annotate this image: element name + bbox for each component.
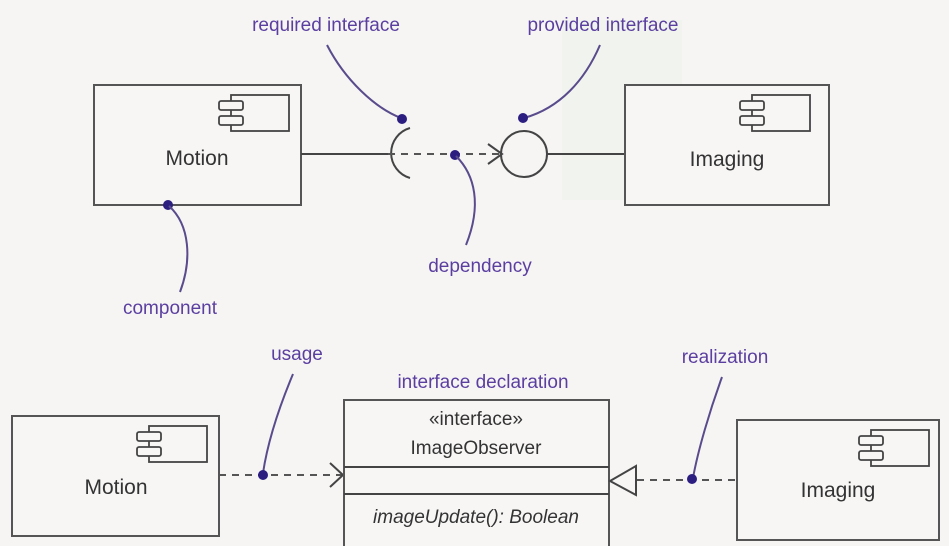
annotation-usage: usage	[271, 344, 323, 365]
top-imaging-component[interactable]: Imaging	[624, 84, 830, 206]
component-name: Imaging	[801, 479, 876, 502]
leader-line	[692, 376, 723, 479]
annotation-dot	[397, 114, 407, 124]
bottom-motion-component[interactable]: Motion	[11, 415, 220, 537]
annotation-required-interface: required interface	[252, 15, 400, 36]
annotation-dot	[258, 470, 268, 480]
component-icon	[218, 94, 290, 132]
component-name: Motion	[84, 476, 147, 499]
component-name: Imaging	[690, 148, 765, 171]
annotation-interface-declaration: interface declaration	[397, 372, 568, 393]
leader-line	[168, 205, 189, 293]
annotation-realization: realization	[682, 347, 769, 368]
component-icon	[858, 429, 930, 467]
interface-declaration-box[interactable]: «interface» ImageObserver imageUpdate():…	[343, 399, 610, 546]
component-name: Motion	[165, 147, 228, 170]
interface-operation: imageUpdate(): Boolean	[373, 507, 579, 528]
annotation-provided-interface: provided interface	[527, 15, 678, 36]
leader-line	[262, 373, 294, 474]
annotation-dot	[687, 474, 697, 484]
provided-interface-lollipop-icon	[500, 130, 548, 178]
top-motion-component[interactable]: Motion	[93, 84, 302, 206]
leader-line	[455, 155, 476, 246]
interface-class-box	[343, 399, 610, 546]
interface-stereotype: «interface»	[429, 409, 523, 430]
annotation-dependency: dependency	[428, 256, 532, 277]
component-icon	[739, 94, 811, 132]
leader-line	[523, 44, 601, 119]
interface-name: ImageObserver	[411, 438, 543, 459]
annotation-dot	[518, 113, 528, 123]
realization-triangle-icon	[607, 464, 637, 497]
component-icon	[136, 425, 208, 463]
bottom-imaging-component[interactable]: Imaging	[736, 419, 940, 541]
leader-line	[326, 44, 402, 119]
annotation-component: component	[123, 298, 218, 319]
